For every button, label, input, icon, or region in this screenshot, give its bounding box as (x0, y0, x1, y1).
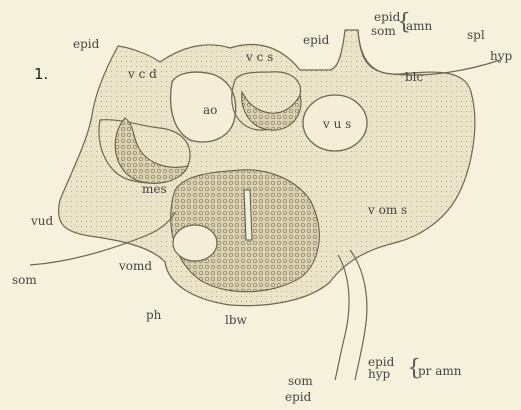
label-vcd: v c d (128, 68, 157, 80)
label-ph: ph (146, 309, 161, 321)
label-epid-bottom-center: epid (285, 391, 311, 403)
omphalomesenteric-vein-left (173, 225, 217, 261)
label-amn-top: amn (406, 20, 432, 32)
label-hyp-bottom: hyp (368, 368, 390, 380)
label-blc: blc (405, 71, 423, 83)
label-spl: spl (467, 29, 485, 41)
label-vomd: vomd (119, 260, 152, 272)
figure-number: 1. (34, 67, 48, 82)
label-som-bottom: som (288, 375, 313, 387)
label-hyp-top: hyp (490, 50, 512, 62)
label-ao: ao (203, 104, 217, 116)
label-vus: v u s (323, 118, 351, 130)
label-som-top: som (371, 25, 396, 37)
label-pr-amn: pr amn (418, 365, 462, 377)
label-voms: v om s (368, 204, 407, 216)
label-lbw: lbw (225, 314, 247, 326)
label-mes: mes (142, 183, 167, 195)
label-epid-top-left: epid (73, 38, 99, 50)
label-epid-top-center: epid (303, 34, 329, 46)
label-som-left: som (12, 274, 37, 286)
gut-lumen (244, 190, 252, 240)
label-vcs: v c s (246, 51, 273, 63)
label-vud: vud (31, 215, 53, 227)
